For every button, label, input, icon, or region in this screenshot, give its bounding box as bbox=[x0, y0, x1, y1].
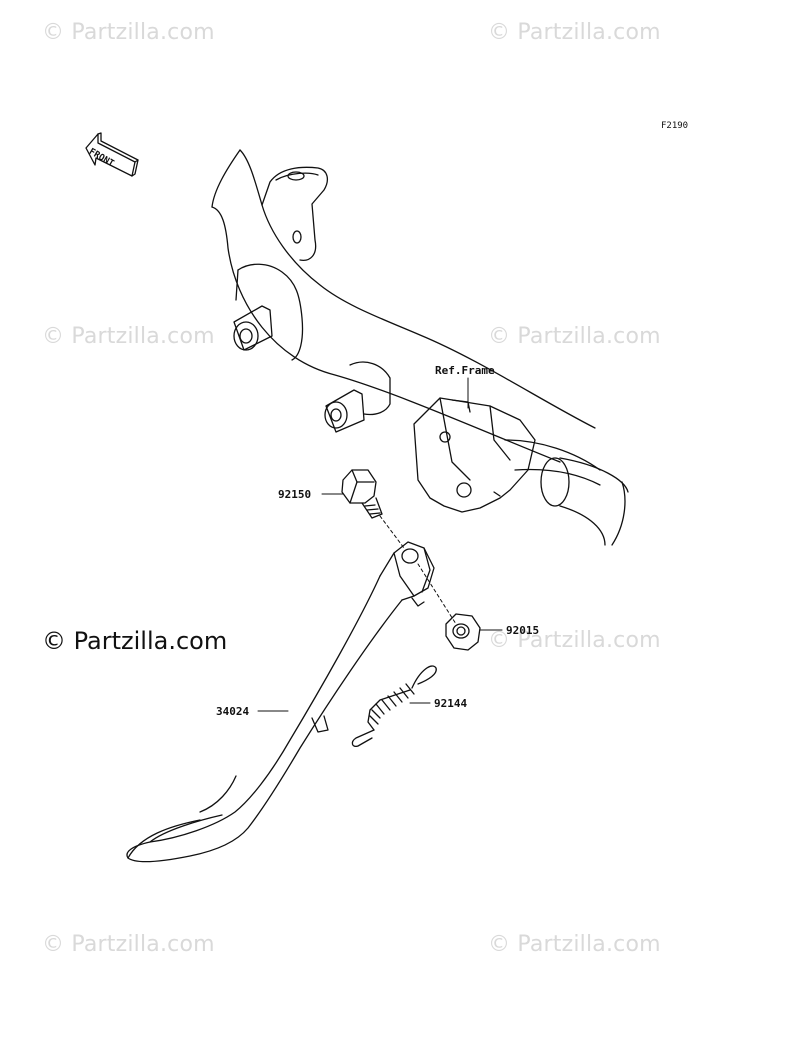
ref-frame-label: Ref.Frame bbox=[435, 364, 495, 377]
watermark-bottom-left: © Partzilla.com bbox=[42, 932, 215, 957]
bolt-92150 bbox=[341, 469, 383, 519]
part-number-92144: 92144 bbox=[434, 697, 468, 710]
part-number-92150: 92150 bbox=[278, 488, 312, 501]
front-arrow-icon bbox=[85, 132, 139, 177]
frame bbox=[211, 149, 629, 546]
nut-92015 bbox=[445, 613, 481, 651]
side-stand-34024 bbox=[126, 541, 435, 863]
watermark-main: © Partzilla.com bbox=[42, 627, 228, 655]
watermark-top-left: © Partzilla.com bbox=[42, 20, 215, 45]
part-number-92015: 92015 bbox=[506, 624, 540, 637]
watermark-top-right: © Partzilla.com bbox=[488, 20, 661, 45]
part-number-34024: 34024 bbox=[216, 705, 250, 718]
spring-92144 bbox=[351, 665, 437, 748]
watermark-mid-left: © Partzilla.com bbox=[42, 324, 215, 349]
watermark-bottom-right: © Partzilla.com bbox=[488, 932, 661, 957]
watermark-lower-right: © Partzilla.com bbox=[488, 628, 661, 653]
figure-code: F2190 bbox=[661, 121, 689, 131]
watermark-mid-right: © Partzilla.com bbox=[488, 324, 661, 349]
